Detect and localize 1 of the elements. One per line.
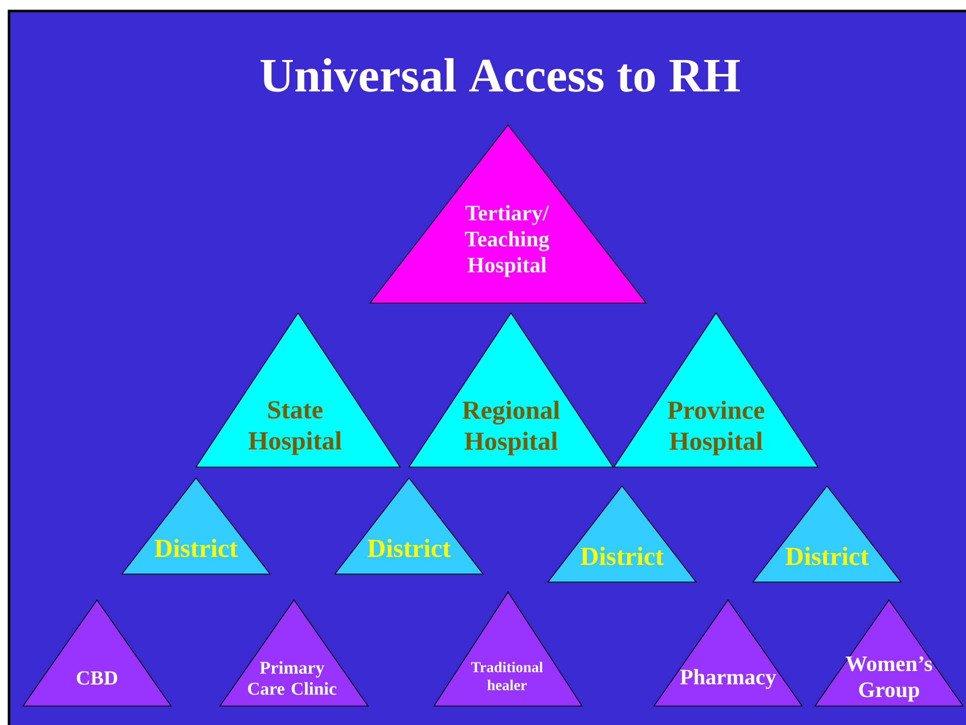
title: Universal Access to RH — [260, 58, 740, 92]
